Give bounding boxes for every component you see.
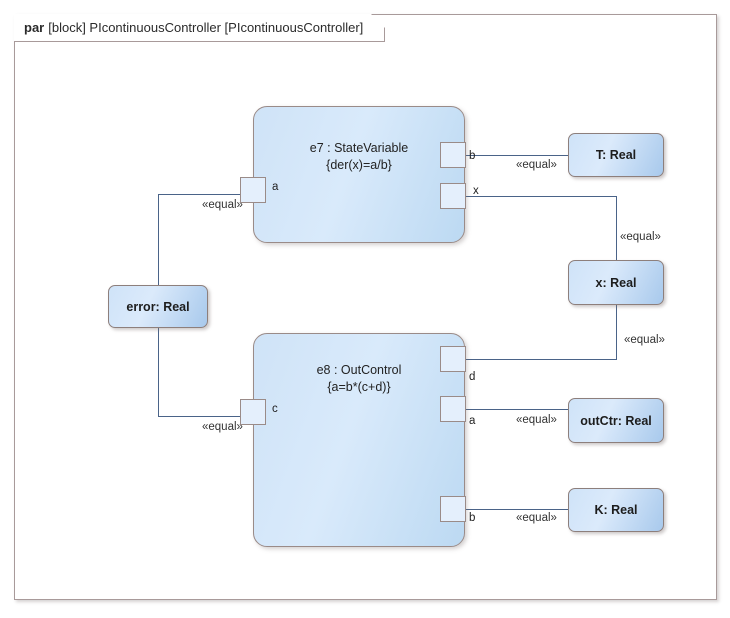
connector-e8a-to-outCtr bbox=[465, 409, 569, 411]
port-e8-a[interactable] bbox=[440, 396, 466, 422]
value-property-error[interactable]: error: Real bbox=[108, 285, 208, 328]
connector-e7a-horizontal bbox=[158, 194, 260, 196]
connector-label-e7b-T: «equal» bbox=[516, 159, 557, 171]
port-e7-a[interactable] bbox=[240, 177, 266, 203]
value-property-outCtr[interactable]: outCtr: Real bbox=[568, 398, 664, 443]
port-label-e8-b: b bbox=[469, 512, 476, 524]
connector-label-e8b-K: «equal» bbox=[516, 512, 557, 524]
port-label-e7-b: b bbox=[469, 150, 476, 162]
port-label-e8-d: d bbox=[469, 371, 476, 383]
diagram-title-label: [block] PIcontinuousController [PIcontin… bbox=[48, 20, 364, 35]
constraint-block-e7-title: e7 : StateVariable bbox=[309, 141, 409, 155]
value-property-x[interactable]: x: Real bbox=[568, 260, 664, 305]
port-e8-d[interactable] bbox=[440, 346, 466, 372]
connector-e8b-to-K bbox=[465, 509, 569, 511]
constraint-block-e7-constraint: {der(x)=a/b} bbox=[326, 157, 392, 172]
port-label-e8-a: a bbox=[469, 415, 476, 427]
constraint-block-e8-constraint: {a=b*(c+d)} bbox=[327, 379, 391, 394]
port-label-e7-a: a bbox=[272, 181, 279, 193]
constraint-block-e8[interactable]: e8 : OutControl {a=b*(c+d)} bbox=[253, 333, 465, 547]
connector-e7b-to-T bbox=[465, 155, 569, 157]
connector-x-to-e8d-horizontal bbox=[465, 359, 617, 361]
connector-e8c-horizontal bbox=[158, 416, 260, 418]
constraint-block-e7[interactable]: e7 : StateVariable {der(x)=a/b} bbox=[253, 106, 465, 243]
connector-label-e7a-error: «equal» bbox=[202, 199, 243, 211]
value-property-T[interactable]: T: Real bbox=[568, 133, 664, 177]
connector-e7x-horizontal bbox=[465, 196, 617, 198]
constraint-block-e8-title: e8 : OutControl bbox=[316, 363, 402, 377]
connector-e7x-vertical bbox=[616, 196, 618, 260]
port-e8-c[interactable] bbox=[240, 399, 266, 425]
port-e7-b[interactable] bbox=[440, 142, 466, 168]
connector-x-to-e8d-vertical bbox=[616, 305, 618, 360]
value-property-K[interactable]: K: Real bbox=[568, 488, 664, 532]
connector-label-e8a-outCtr: «equal» bbox=[516, 414, 557, 426]
diagram-frame-header: par[block] PIcontinuousController [PIcon… bbox=[14, 14, 385, 42]
diagram-kind-label: par bbox=[24, 20, 45, 35]
connector-label-e8c-error: «equal» bbox=[202, 421, 243, 433]
port-e7-x[interactable] bbox=[440, 183, 466, 209]
connector-label-x-e8d: «equal» bbox=[624, 334, 665, 346]
port-e8-b[interactable] bbox=[440, 496, 466, 522]
connector-label-e7x-x: «equal» bbox=[620, 231, 661, 243]
port-label-e8-c: c bbox=[272, 403, 278, 415]
port-label-e7-x: x bbox=[473, 185, 479, 197]
